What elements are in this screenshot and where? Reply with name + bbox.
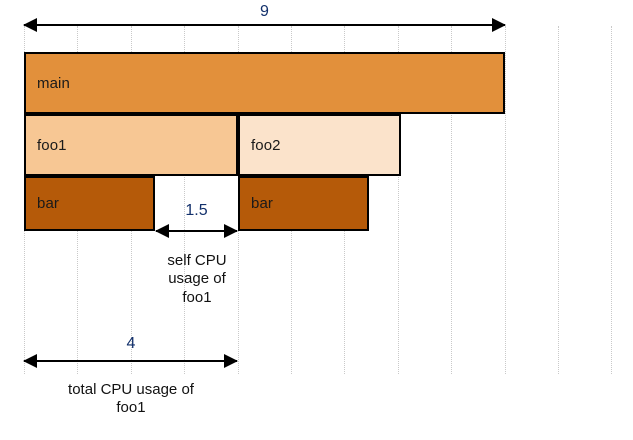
arrow-head-right-icon — [224, 354, 238, 368]
frame-label-bar-second: bar — [251, 195, 273, 212]
gridline — [611, 26, 613, 374]
frame-label-bar-first: bar — [37, 195, 59, 212]
caption-line: foo1 — [116, 399, 146, 417]
arrow-head-right-icon — [492, 18, 506, 32]
frame-foo2[interactable]: foo2 — [238, 114, 401, 176]
caption-line: self CPU — [167, 252, 227, 269]
measure-value-self-cpu: 1.5 — [185, 202, 208, 219]
arrow-head-left-icon — [23, 18, 37, 32]
arrow-shaft — [24, 360, 237, 362]
frame-label-main: main — [37, 74, 70, 92]
caption-line: total CPU usage of — [68, 381, 194, 398]
measure-value-total-width: 9 — [260, 3, 269, 20]
caption-line: foo1 — [182, 288, 212, 306]
measure-value-total-cpu: 4 — [126, 335, 136, 352]
frame-foo1[interactable]: foo1 — [24, 114, 238, 176]
arrow-head-left-icon — [23, 354, 37, 368]
arrow-head-right-icon — [224, 224, 238, 238]
frame-label-foo1: foo1 — [37, 136, 67, 154]
frame-bar-second[interactable]: bar — [238, 176, 369, 231]
gridline — [558, 26, 559, 374]
caption-line: usage of — [168, 270, 226, 288]
arrow-head-left-icon — [155, 224, 169, 238]
frame-main[interactable]: main — [24, 52, 505, 114]
frame-bar-first[interactable]: bar — [24, 176, 155, 231]
frame-label-foo2: foo2 — [251, 136, 281, 154]
arrow-shaft — [156, 230, 237, 232]
arrow-shaft — [24, 24, 505, 26]
